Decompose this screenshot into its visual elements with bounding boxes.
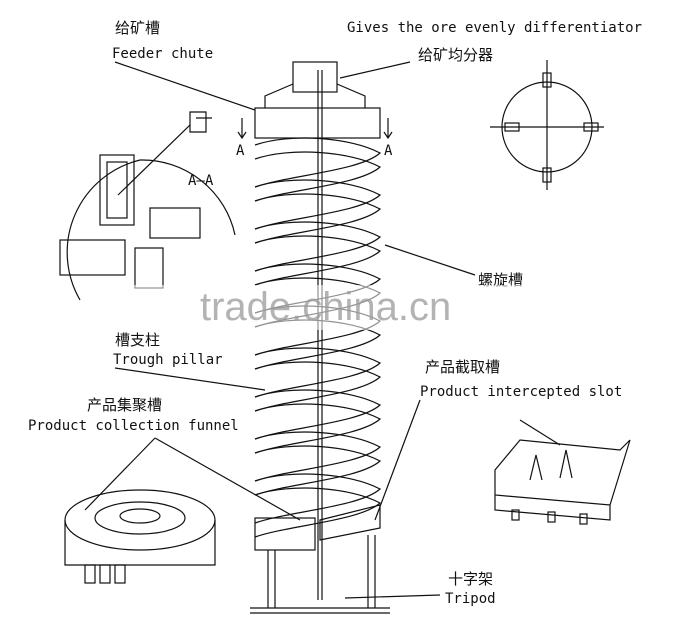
- section-a-left: A: [236, 143, 245, 159]
- spiral-band: [254, 221, 382, 272]
- spiral-column: [237, 61, 393, 614]
- distributor-top-view: [490, 60, 604, 190]
- spiral-band: [254, 151, 382, 202]
- funnel-label-en: Product collection funnel: [28, 418, 239, 434]
- collection-funnel: [64, 489, 216, 584]
- spiral-band: [254, 137, 382, 188]
- spiral-band: [254, 361, 382, 412]
- intercept-slot: [319, 504, 381, 541]
- watermark: trade.china.cn: [200, 285, 451, 329]
- section-arrows: [237, 118, 393, 140]
- spiral-band: [254, 431, 382, 482]
- tripod-label-en: Tripod: [445, 591, 496, 607]
- spiral-band: [254, 473, 382, 524]
- slot-label-en: Product intercepted slot: [420, 384, 622, 400]
- distributor-box: [292, 61, 338, 93]
- spiral-band: [254, 193, 382, 244]
- section-detail: [59, 111, 236, 301]
- spiral-label-cn: 螺旋槽: [478, 271, 523, 289]
- feeder-label-cn: 给矿槽: [115, 19, 160, 37]
- distributor-arms: [264, 83, 366, 108]
- leader-lines: [84, 61, 561, 599]
- spiral-band: [254, 487, 382, 538]
- distributor-label-en: Gives the ore evenly differentiator: [347, 20, 642, 36]
- funnel-label-cn: 产品集聚槽: [87, 396, 162, 414]
- spiral-band: [254, 235, 382, 286]
- tripod-label-cn: 十字架: [448, 570, 493, 588]
- tripod-legs: [250, 535, 390, 614]
- slot-label-cn: 产品截取槽: [425, 358, 500, 376]
- feeder-label-en: Feeder chute: [112, 46, 213, 62]
- intercepted-slot-detail: [494, 439, 631, 525]
- spiral-band: [254, 347, 382, 398]
- spiral-band: [254, 179, 382, 230]
- pillar-label-cn: 槽支柱: [115, 331, 160, 349]
- section-aa-label: A—A: [188, 173, 214, 189]
- spiral-band: [254, 403, 382, 454]
- watermark-backdrop: [130, 285, 550, 330]
- spiral-band: [254, 445, 382, 496]
- section-a-right: A: [384, 143, 393, 159]
- pillar-label-en: Trough pillar: [113, 352, 223, 368]
- collection-box: [254, 517, 316, 551]
- distributor-label-cn: 给矿均分器: [418, 46, 493, 64]
- spiral-band: [254, 389, 382, 440]
